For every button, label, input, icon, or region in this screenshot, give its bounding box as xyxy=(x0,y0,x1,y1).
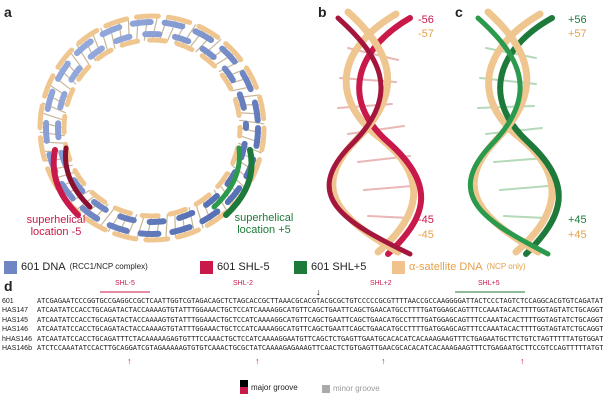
base-pair-rung xyxy=(40,112,65,121)
c-top-green-number: +56 xyxy=(568,14,587,26)
legend-label: 601 DNA xyxy=(21,261,66,273)
svg-text:↓: ↓ xyxy=(316,288,321,296)
legend-swatch-green xyxy=(294,260,307,274)
legend-item-alpha-satellite: α-satellite DNA (NCP only) xyxy=(392,260,526,274)
base-pair-rung xyxy=(239,119,265,125)
base-pair-rung xyxy=(136,215,145,240)
seq-name: HAS145 xyxy=(2,316,29,324)
shl-label-minus5: SHL-5 xyxy=(115,280,135,287)
base-pair-rung xyxy=(99,207,116,228)
arrow-up-icon: ↑ xyxy=(127,356,132,366)
shl-label-plus5: SHL+5 xyxy=(478,280,500,287)
groove-legend-major: major groove xyxy=(240,380,298,394)
shl-minus5-helix xyxy=(326,8,425,257)
shl-plus5-label: superhelical location +5 xyxy=(234,212,294,236)
shl-label-minus2: SHL-2 xyxy=(233,280,253,287)
seq-name: HAS147 xyxy=(2,307,29,315)
shl-label-plus2: SHL+2 xyxy=(370,280,392,287)
shl-minus5-label: superhelical location -5 xyxy=(26,214,86,238)
minor-groove-swatch xyxy=(322,384,330,393)
groove-legend-minor: minor groove xyxy=(322,384,380,393)
legend-label: 601 SHL-5 xyxy=(217,261,270,273)
legend-item-601-shl-minus5: 601 SHL-5 xyxy=(200,260,270,274)
seq-text: ATCAATATCCACCTGCAGATACTACCAAAAGTGTATTTGG… xyxy=(37,315,603,324)
sequence-alignment: 601 ATCGAGAATCCCGGTGCCGAGGCCGCTCAATTGGTC… xyxy=(0,297,603,353)
legend-label: α-satellite DNA xyxy=(409,261,483,273)
shl-brackets: ↓ xyxy=(100,288,525,296)
panel-label-d: d xyxy=(4,278,13,294)
panel-label-b: b xyxy=(318,4,327,20)
minor-groove-label: minor groove xyxy=(333,384,380,393)
arrow-up-icon: ↑ xyxy=(255,356,260,366)
legend-item-601-dna: 601 DNA (RCC1/NCP complex) xyxy=(4,260,148,274)
seq-text: ATCTCCAAATATCCACTTGCAGGATCGTAGAAAAAGTGTG… xyxy=(37,344,603,352)
c-top-tan-number: +57 xyxy=(568,28,587,40)
legend-note: (RCC1/NCP complex) xyxy=(69,262,148,271)
panel-label-a: a xyxy=(4,4,12,20)
c-bottom-green-number: +45 xyxy=(568,214,587,226)
seq-name: HAS146b xyxy=(2,345,32,352)
b-bottom-tan-number: -45 xyxy=(418,229,434,241)
major-groove-label: major groove xyxy=(251,382,298,392)
base-pair-rung xyxy=(165,214,168,240)
major-groove-swatch xyxy=(240,380,248,394)
seq-name: hHAS146 xyxy=(2,335,32,343)
seq-name: HAS146 xyxy=(2,326,29,334)
arrow-up-icon: ↑ xyxy=(381,356,386,366)
legend-swatch-blue xyxy=(4,260,17,274)
seq-name: 601 xyxy=(2,298,14,305)
seq-text: ATCAATATCCACCTGCAGATACTACCAAAAGTGTATTTGG… xyxy=(37,306,603,315)
b-top-red-number: -56 xyxy=(418,14,434,26)
panel-label-c: c xyxy=(455,4,463,20)
seq-text: ATCAATATCCACCTGCAGATACTACCAAAAGTGTATTTGG… xyxy=(37,325,603,334)
nucleosome-dna-structure xyxy=(37,13,267,243)
legend-item-601-shl-plus5: 601 SHL+5 xyxy=(294,260,366,274)
legend-label: 601 SHL+5 xyxy=(311,261,367,273)
legend-swatch-red xyxy=(200,260,213,274)
seq-text: ATCAATATCCACCTGCAGATTTCTACAAAAAGAGTGTTTC… xyxy=(37,334,603,343)
legend-note: (NCP only) xyxy=(486,262,526,271)
shl-plus5-helix xyxy=(467,8,562,257)
b-bottom-red-number: -45 xyxy=(418,214,434,226)
legend-swatch-tan xyxy=(392,260,405,274)
seq-text: ATCGAGAATCCCGGTGCCGAGGCCGCTCAATTGGTCGTAG… xyxy=(37,297,603,305)
c-bottom-tan-number: +45 xyxy=(568,229,587,241)
arrow-up-icon: ↑ xyxy=(520,356,525,366)
b-top-tan-number: -57 xyxy=(418,28,434,40)
